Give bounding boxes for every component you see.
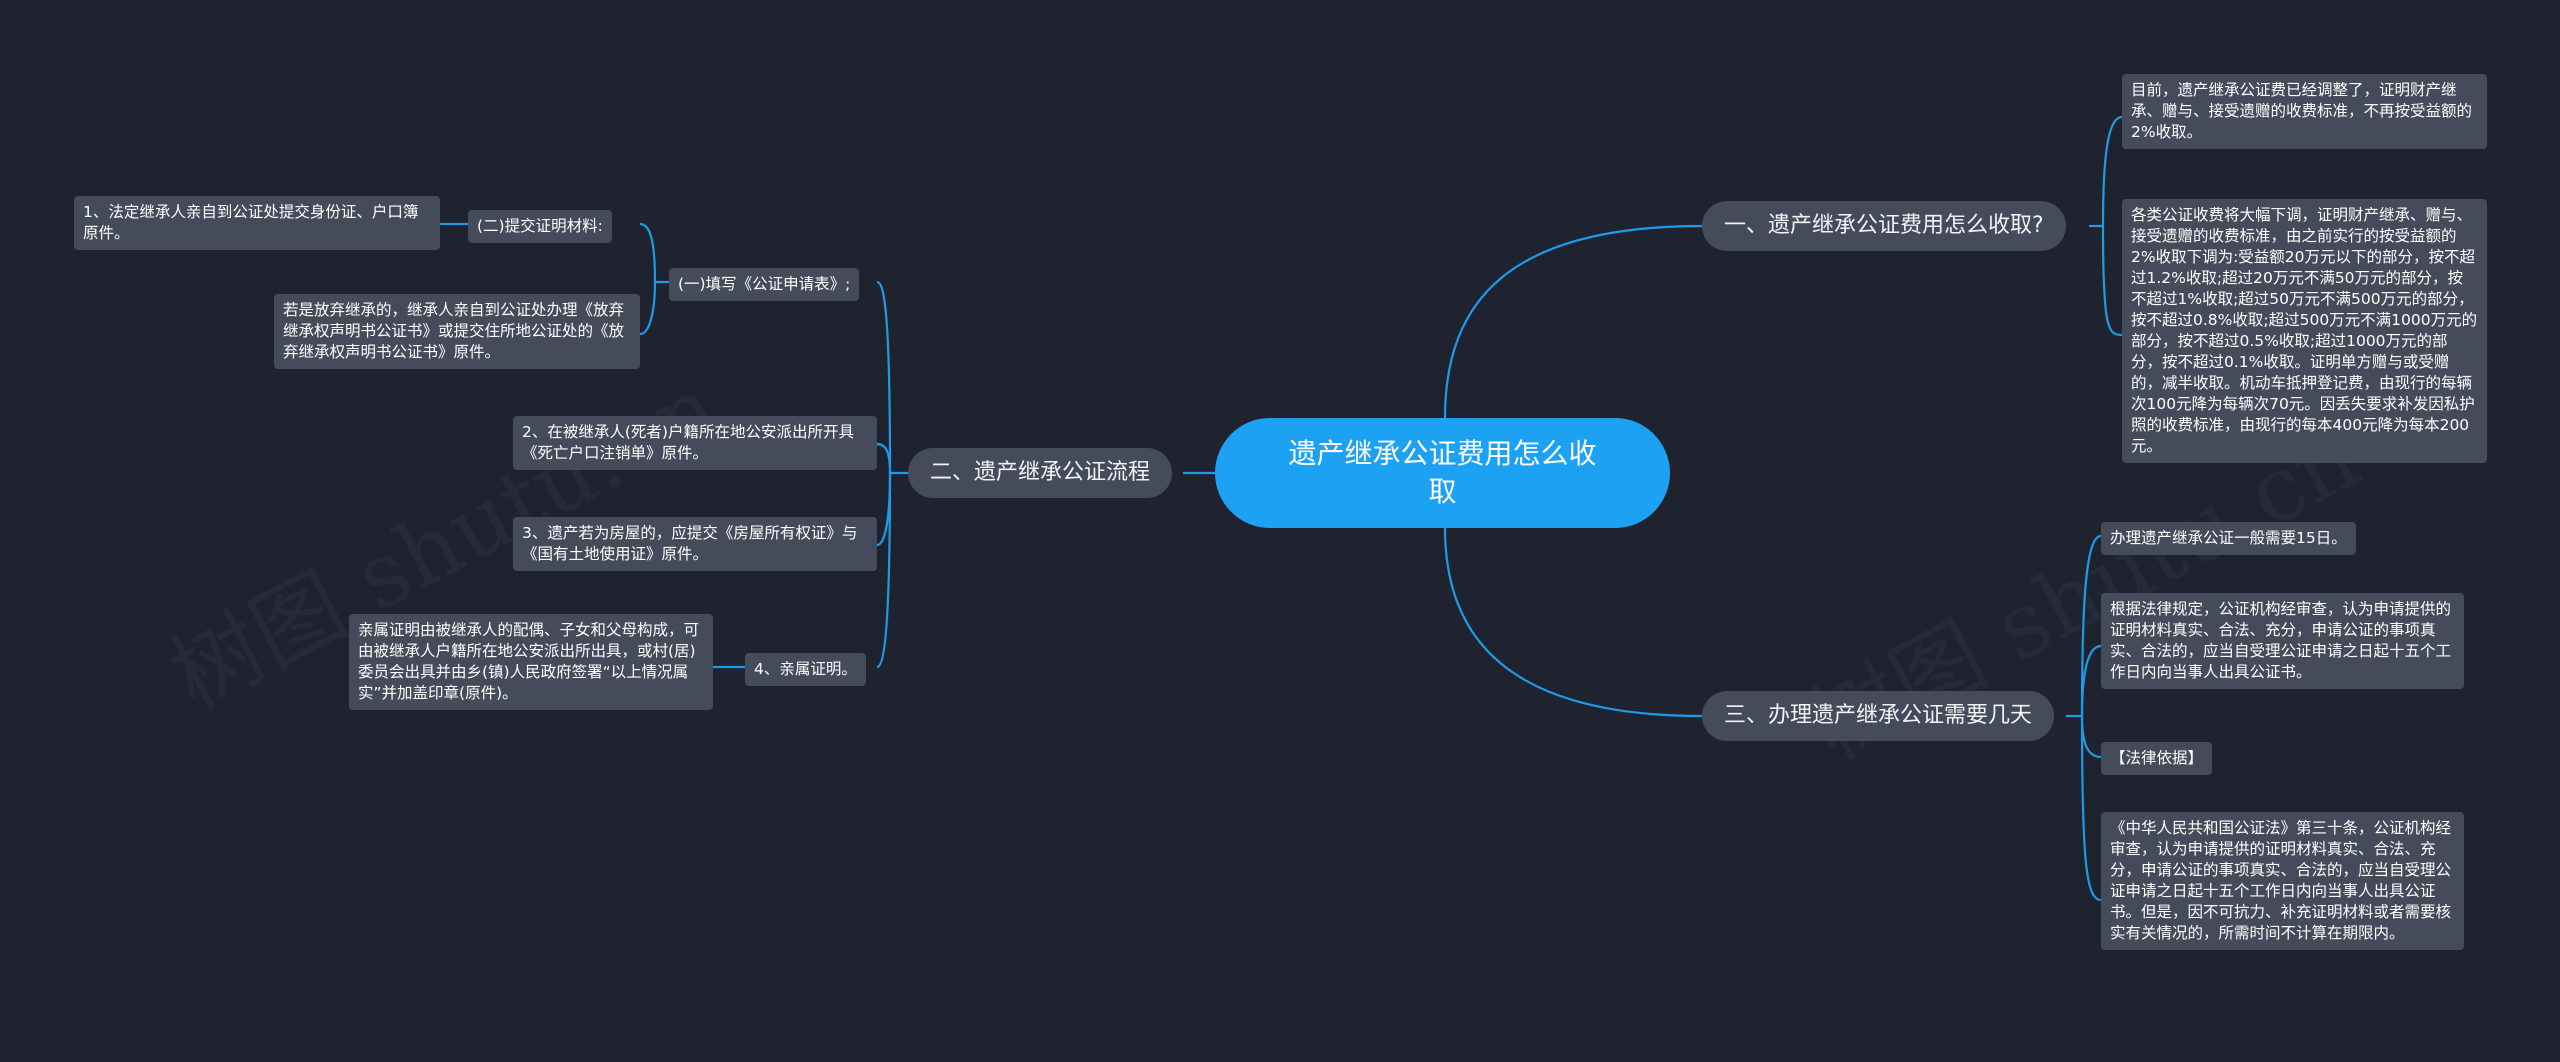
leaf-notary-law-article[interactable]: 《中华人民共和国公证法》第三十条，公证机构经审查，认为申请提供的证明材料真实、合…: [2101, 812, 2464, 950]
leaf-legal-basis-title[interactable]: 【法律依据】: [2101, 742, 2213, 775]
connector: [2101, 115, 2123, 227]
connector: [876, 472, 892, 547]
leaf-property-certificate[interactable]: 3、遗产若为房屋的，应提交《房屋所有权证》与《国有土地使用证》原件。: [513, 517, 877, 571]
step-submit-materials[interactable]: (二)提交证明材料:: [468, 210, 612, 243]
connector: [876, 442, 892, 474]
step-kinship-proof[interactable]: 4、亲属证明。: [745, 653, 866, 686]
leaf-fee-adjusted[interactable]: 目前，遗产继承公证费已经调整了，证明财产继承、赠与、接受遗赠的收费标准，不再按受…: [2122, 74, 2487, 149]
connector: [2080, 644, 2102, 717]
connector: [639, 222, 657, 283]
leaf-death-certificate[interactable]: 2、在被继承人(死者)户籍所在地公安派出所开具《死亡户口注销单》原件。: [513, 416, 877, 470]
branch-notarization-process[interactable]: 二、遗产继承公证流程: [908, 448, 1173, 498]
step-fill-application[interactable]: (一)填写《公证申请表》;: [669, 268, 860, 301]
branch-processing-time[interactable]: 三、办理遗产继承公证需要几天: [1702, 691, 2055, 741]
leaf-fee-standards[interactable]: 各类公证收费将大幅下调，证明财产继承、赠与、接受遗赠的收费标准，由之前实行的按受…: [2122, 199, 2487, 463]
connector: [639, 281, 657, 336]
connector: [2080, 715, 2102, 759]
connector: [876, 280, 892, 474]
connector: [876, 472, 892, 669]
leaf-heir-id-documents[interactable]: 1、法定继承人亲自到公证处提交身份证、户口簿原件。: [74, 196, 440, 250]
connector: [1443, 224, 1703, 419]
leaf-fifteen-days[interactable]: 办理遗产继承公证一般需要15日。: [2101, 522, 2356, 555]
connector: [1443, 527, 1703, 718]
connector: [2101, 225, 2123, 337]
leaf-renounce-inheritance[interactable]: 若是放弃继承的，继承人亲自到公证处办理《放弃继承权声明书公证书》或提交住所地公证…: [274, 294, 640, 369]
central-topic[interactable]: 遗产继承公证费用怎么收取: [1215, 418, 1670, 528]
leaf-kinship-proof-detail[interactable]: 亲属证明由被继承人的配偶、子女和父母构成，可由被继承人户籍所在地公安派出所出具，…: [349, 614, 713, 710]
branch-fee-collection[interactable]: 一、遗产继承公证费用怎么收取?: [1702, 201, 2066, 251]
connector: [2080, 715, 2102, 902]
connector: [2080, 534, 2102, 717]
leaf-legal-rule[interactable]: 根据法律规定，公证机构经审查，认为申请提供的证明材料真实、合法、充分，申请公证的…: [2101, 593, 2464, 689]
